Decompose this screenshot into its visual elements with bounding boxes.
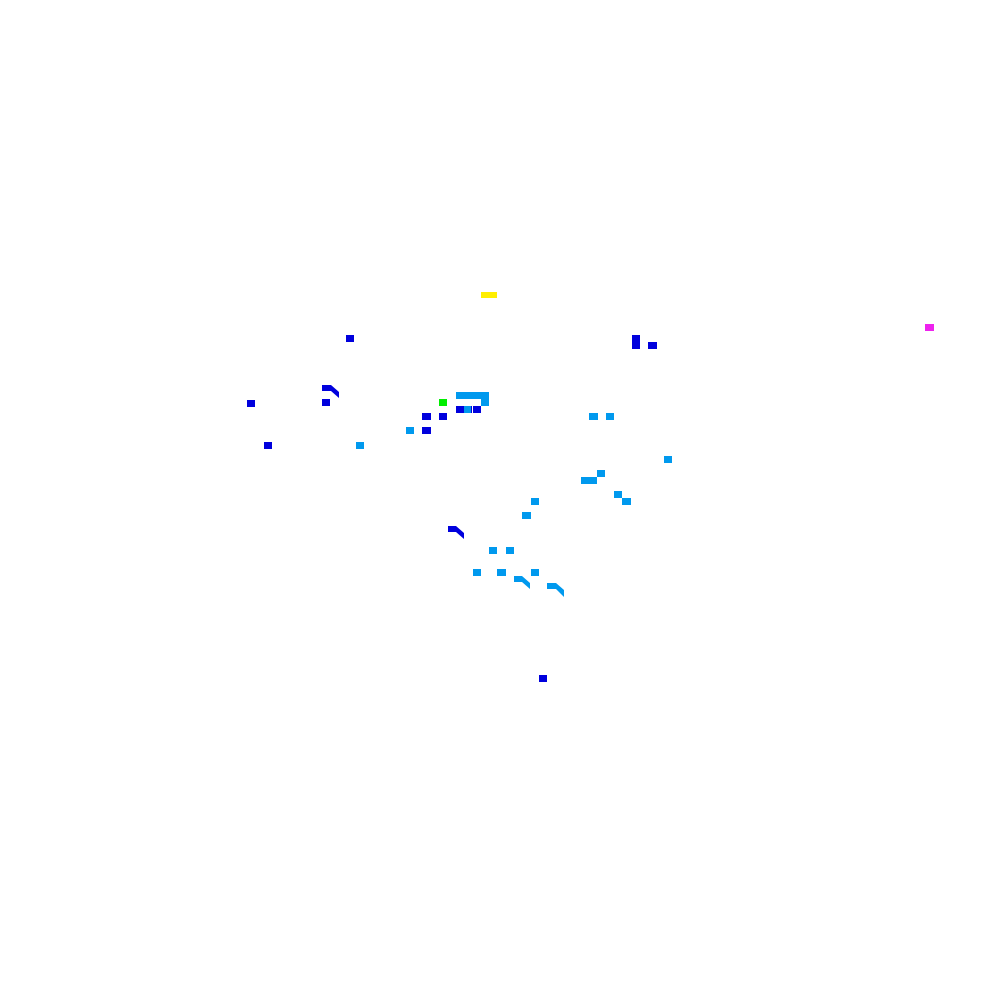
marker-sb-5 — [664, 456, 672, 463]
marker-db-11 — [264, 442, 272, 449]
marker-sb-16 — [464, 406, 471, 413]
marker-sb-bracket — [456, 392, 489, 406]
marker-sb-hook-2 — [547, 583, 564, 597]
marker-yellow-top — [481, 292, 497, 298]
marker-sb-7 — [614, 491, 622, 498]
marker-db-7 — [439, 413, 447, 420]
marker-db-9 — [473, 406, 481, 413]
marker-db-8 — [456, 406, 464, 413]
marker-sb-11 — [489, 547, 497, 554]
marker-sb-3 — [589, 413, 598, 420]
marker-db-2 — [632, 335, 640, 349]
marker-sb-1 — [406, 427, 414, 434]
marker-sb-hook-1 — [514, 576, 530, 589]
marker-sb-14 — [497, 569, 506, 576]
marker-magenta-right — [925, 324, 934, 331]
marker-sb-9 — [531, 498, 539, 505]
marker-sb-8 — [622, 498, 631, 505]
marker-db-3 — [648, 342, 657, 349]
marker-db-5 — [322, 399, 330, 406]
marker-db-hook-2 — [448, 526, 464, 539]
marker-db-10 — [422, 427, 431, 434]
marker-db-6 — [422, 413, 431, 420]
marker-db-4 — [247, 400, 255, 407]
marker-db-1 — [346, 335, 354, 342]
marker-db-12 — [539, 675, 547, 682]
marker-sb-10 — [522, 512, 531, 519]
marker-sb-bar — [581, 477, 597, 484]
marker-sb-15 — [531, 569, 539, 576]
marker-green-center — [439, 399, 447, 406]
marker-sb-2 — [356, 442, 364, 449]
marker-sb-12 — [506, 547, 514, 554]
marker-db-hook-1 — [322, 385, 339, 398]
marker-sb-6 — [597, 470, 605, 477]
marker-sb-4 — [606, 413, 614, 420]
marker-sb-13 — [473, 569, 481, 576]
